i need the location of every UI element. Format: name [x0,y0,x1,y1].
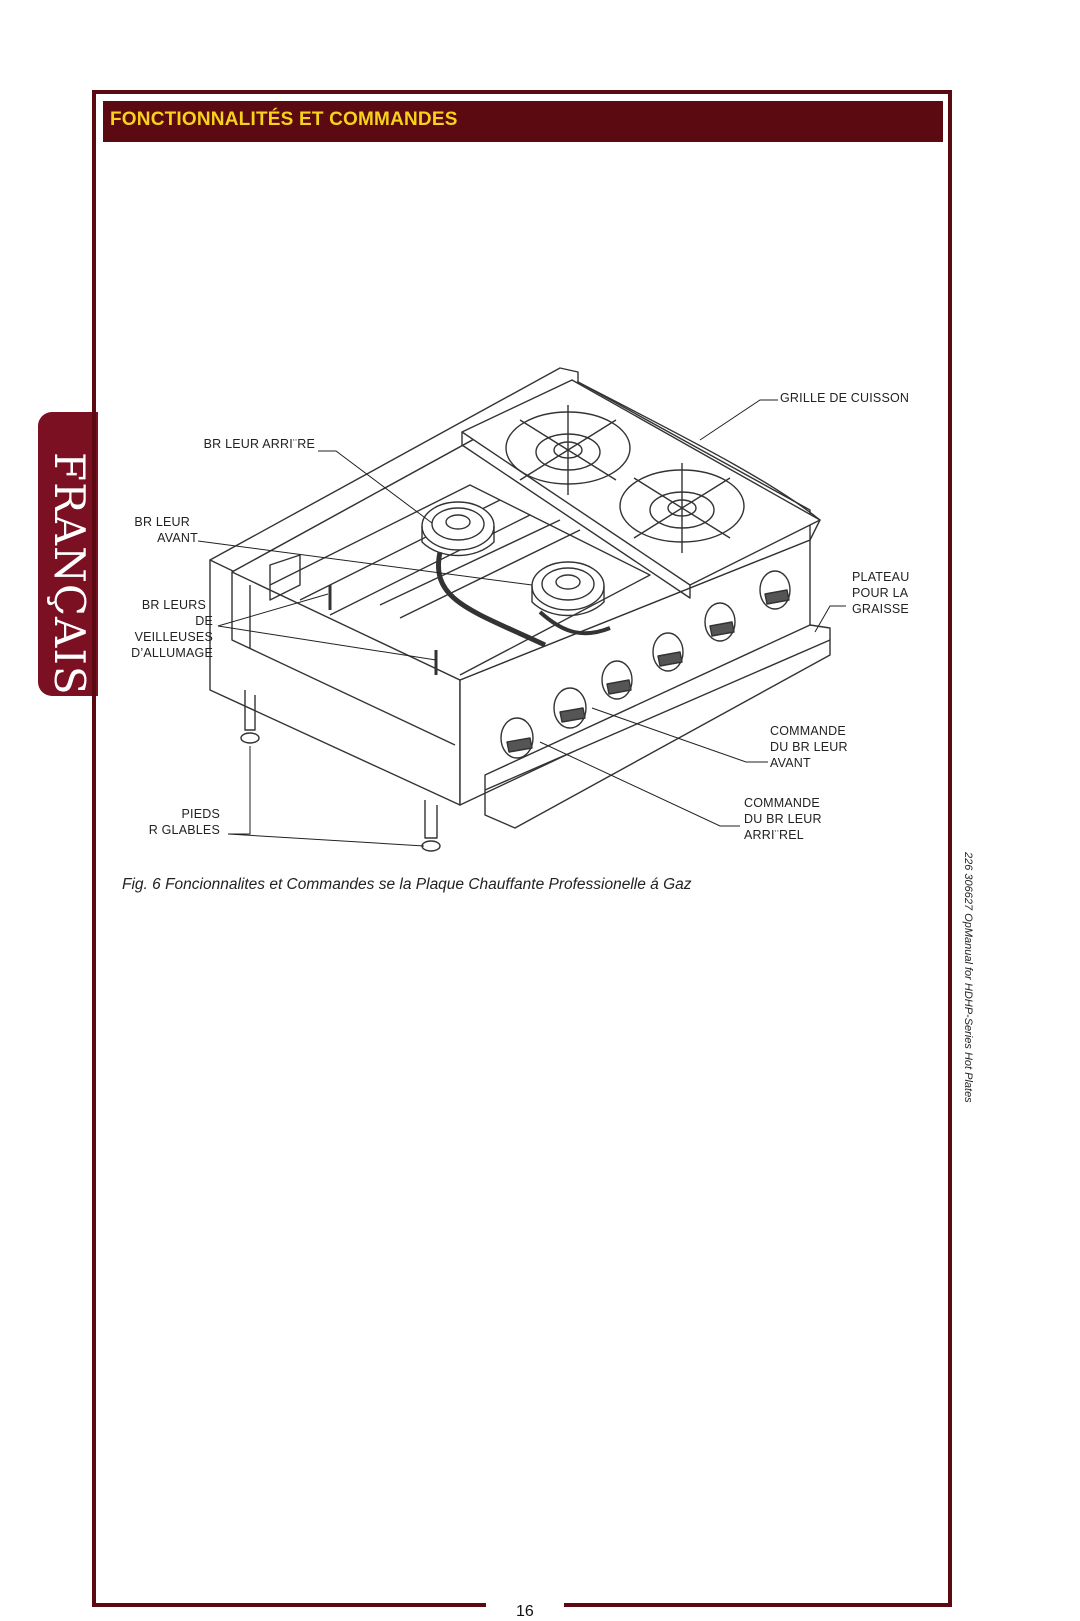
label-bruleur-avant-2: AVANT [157,531,198,545]
label-pieds-1: PIEDS [181,807,220,821]
label-veilleuses-3: VEILLEUSES [134,630,213,644]
label-veilleuses-4: D’ALLUMAGE [131,646,213,660]
label-veilleuses-2: DE [195,614,213,628]
document-reference: 226 306627 OpManual for HDHP-Series Hot … [962,852,974,1103]
figure-caption: Fig. 6 Foncionnalites et Commandes se la… [122,876,692,893]
label-commande-avant-2: DU BR LEUR [770,740,848,754]
section-header-bar [103,101,943,142]
label-bruleur-arriere: BR LEUR ARRI¨RE [203,437,315,451]
front-burner-right [531,561,605,617]
rear-burner-right [619,463,745,553]
label-pieds-2: R GLABLES [148,823,220,837]
label-commande-arriere-2: DU BR LEUR [744,812,822,826]
label-plateau-3: GRAISSE [852,602,909,616]
label-veilleuses-1: BR LEURS [141,598,206,612]
label-grille-de-cuisson: GRILLE DE CUISSON [780,391,910,405]
label-commande-arriere-1: COMMANDE [744,796,820,810]
label-commande-avant-1: COMMANDE [770,724,846,738]
page-number: 16 [516,1603,534,1620]
label-commande-avant-3: AVANT [770,756,811,770]
grease-tray [484,624,831,791]
label-bruleur-avant-1: BR LEUR [134,515,190,529]
label-plateau-1: PLATEAU [852,570,910,584]
adjustable-legs [240,690,441,852]
label-commande-arriere-3: ARRI¨REL [744,828,804,842]
control-knobs [500,570,791,759]
section-title: FONCTIONNALITÉS ET COMMANDES [110,109,458,130]
rear-burner-left [505,405,631,495]
language-tab [38,412,98,696]
label-plateau-2: POUR LA [852,586,909,600]
language-tab-label: FRANÇAIS [45,452,94,696]
front-burner-left [421,501,495,557]
hot-plate-illustration [197,367,846,852]
